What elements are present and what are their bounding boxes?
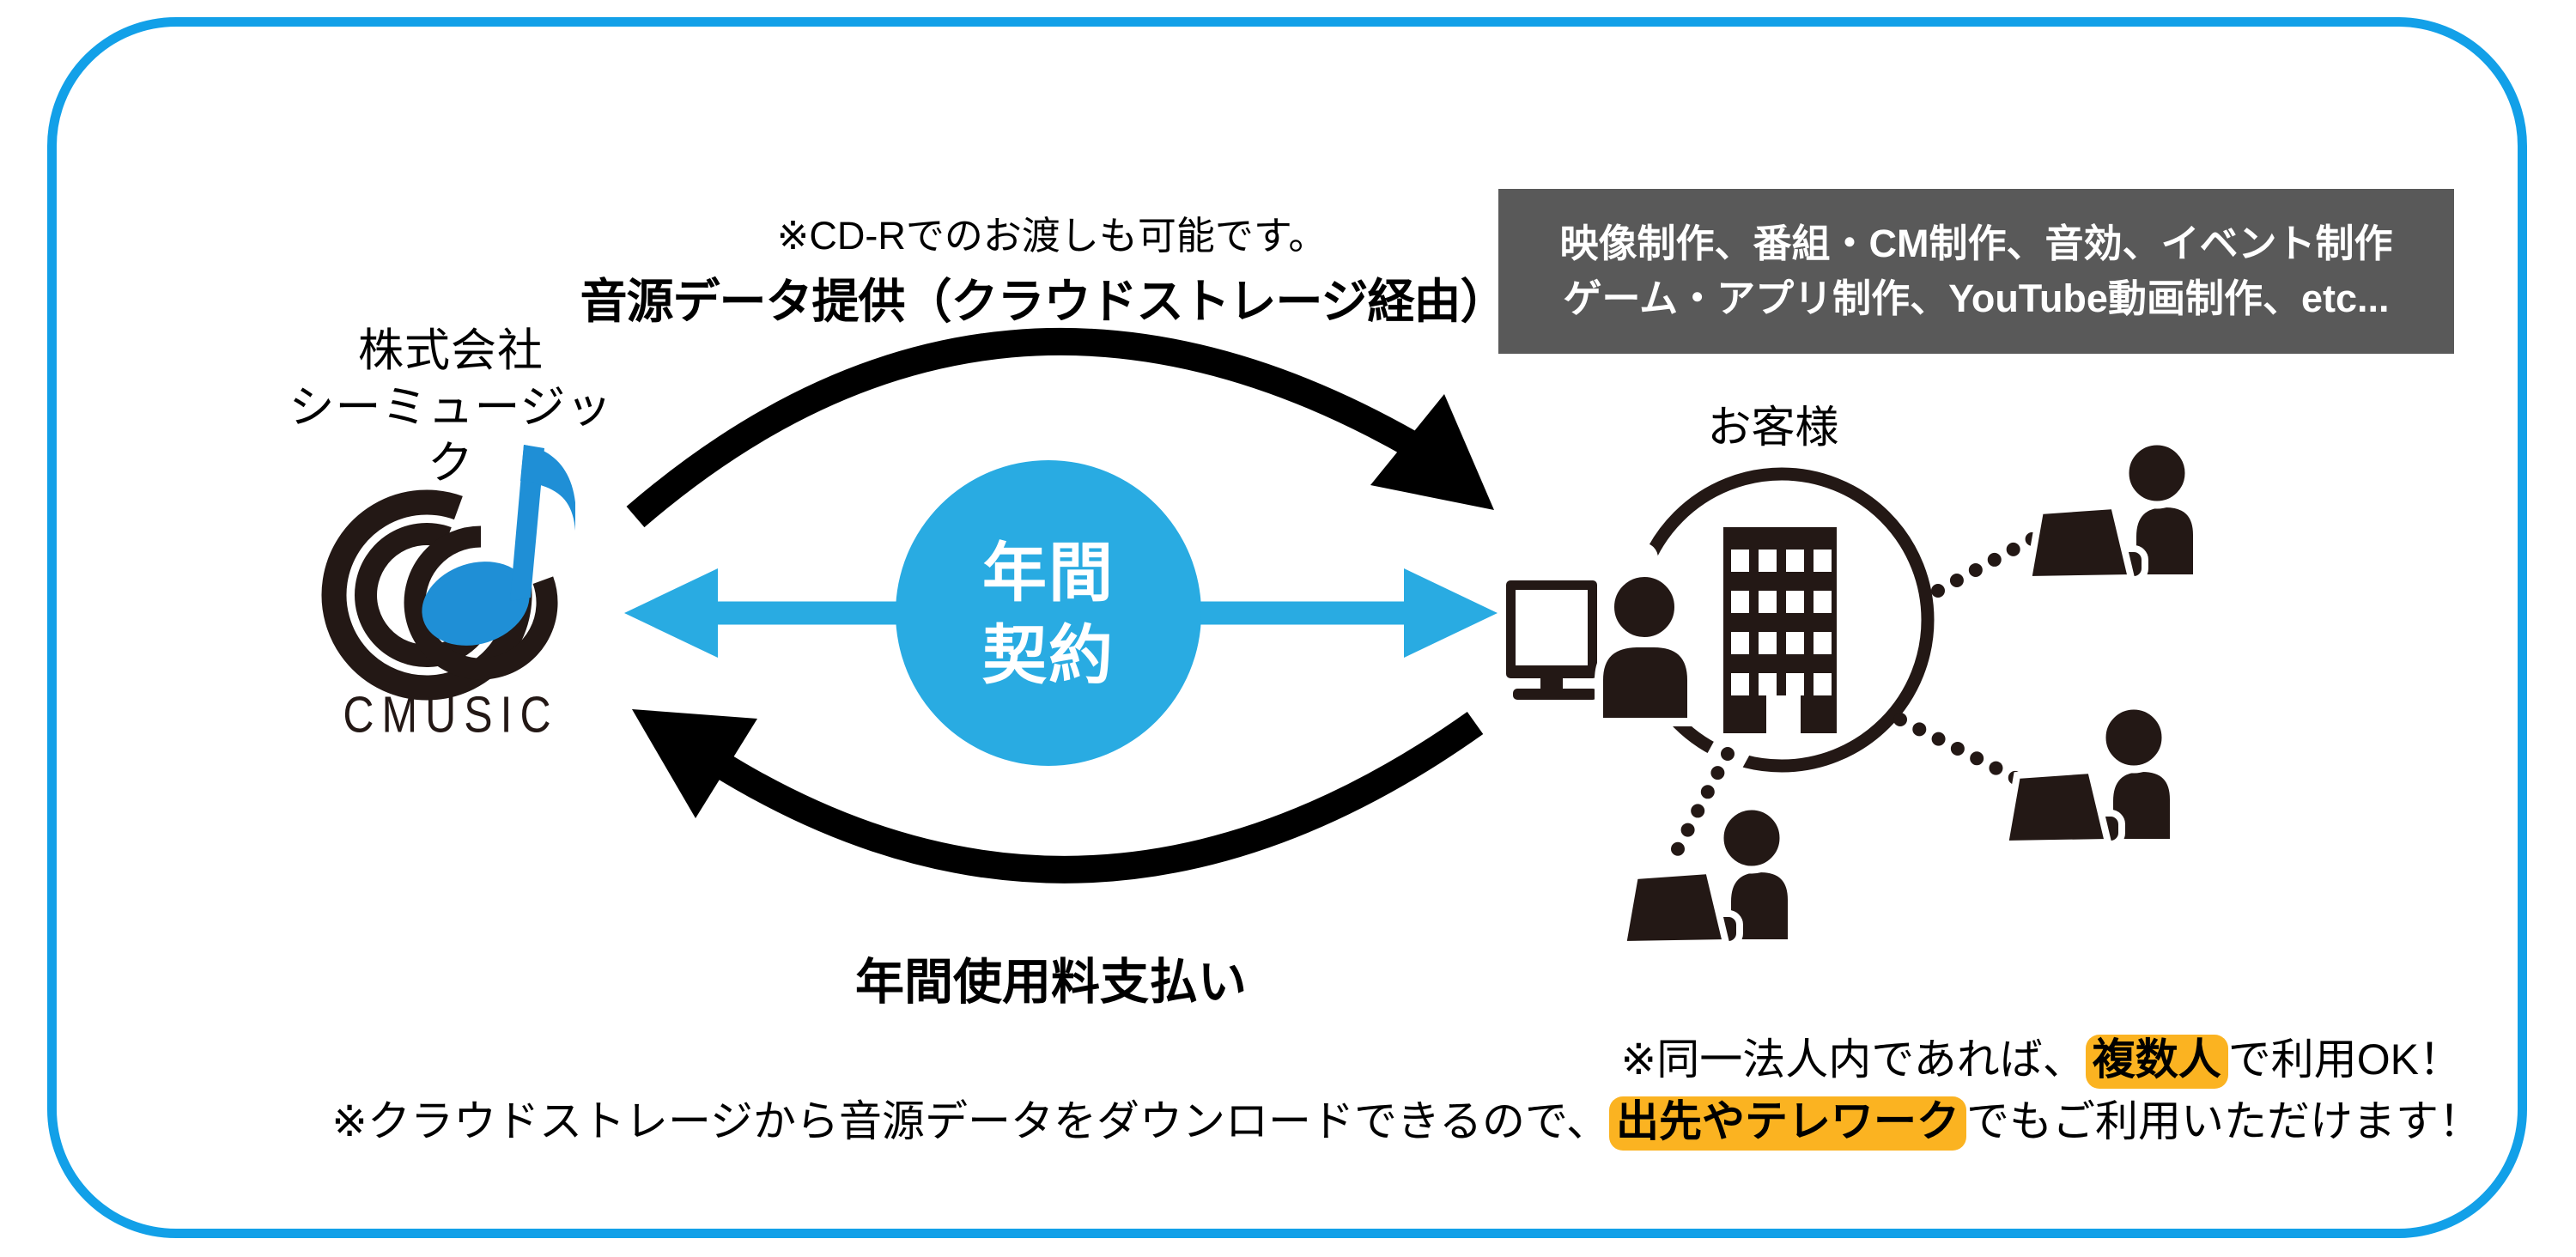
note-cloud-download: ※クラウドストレージから音源データをダウンロードできるので、出先やテレワークでも… xyxy=(331,1087,2482,1151)
contract-line2: 契約 xyxy=(981,619,1115,691)
note1-highlight: 複数人 xyxy=(2085,1035,2228,1089)
company-name: 株式会社 シーミュージック xyxy=(266,323,635,492)
services-box: 映像制作、番組・CM制作、音効、イベント制作 ゲーム・アプリ制作、YouTube… xyxy=(1498,189,2454,354)
cmusic-logo-text: CMUSIC xyxy=(343,686,559,744)
dotted-connector xyxy=(1893,713,2022,785)
note-multi-user: ※同一法人内であれば、複数人で利用OK！ xyxy=(1620,1025,2462,1089)
dotted-connector xyxy=(1664,747,1735,869)
building-icon xyxy=(1716,520,1844,740)
cdr-note: ※CD-Rでのお渡しも可能です。 xyxy=(776,214,1327,258)
laptop-user-icon xyxy=(2028,441,2196,580)
data-provide-label: 音源データ提供（クラウドストレージ経由） xyxy=(580,275,1508,328)
services-line2: ゲーム・アプリ制作、YouTube動画制作、etc... xyxy=(1563,276,2390,320)
note2-suffix: でもご利用いただけます！ xyxy=(1966,1097,2482,1145)
services-line1: 映像制作、番組・CM制作、音効、イベント制作 xyxy=(1559,222,2393,266)
dotted-connector xyxy=(1931,531,2042,598)
customer-label: お客様 xyxy=(1707,403,1839,452)
contract-line1: 年間 xyxy=(981,537,1115,609)
cmusic-logo-icon xyxy=(321,445,575,701)
desktop-user-icon xyxy=(1595,568,1696,726)
note2-prefix: ※クラウドストレージから音源データをダウンロードできるので、 xyxy=(331,1097,1609,1145)
laptop-user-icon xyxy=(1623,806,1791,944)
desktop-monitor-icon xyxy=(1506,580,1597,700)
flow-arrows-graphic xyxy=(624,327,1498,884)
note1-prefix: ※同一法人内であれば、 xyxy=(1620,1035,2086,1084)
music-note-icon xyxy=(422,445,575,646)
frame-border xyxy=(47,17,2527,1238)
cycle-arrow-bottom-icon xyxy=(632,709,1484,884)
contract-circle xyxy=(896,460,1201,766)
payment-label: 年間使用料支払い xyxy=(855,955,1247,1010)
customer-cluster-graphic xyxy=(1506,425,2250,979)
note1-suffix: で利用OK！ xyxy=(2227,1035,2462,1084)
company-name-line2: シーミュージック xyxy=(289,381,613,489)
cycle-arrow-top-icon xyxy=(626,327,1494,528)
note2-highlight: 出先やテレワーク xyxy=(1609,1096,1966,1151)
ring-gap xyxy=(1627,543,1658,574)
company-name-line1: 株式会社 xyxy=(358,325,544,376)
laptop-user-icon xyxy=(2005,706,2173,844)
contract-circle-label: 年間 契約 xyxy=(920,515,1177,713)
